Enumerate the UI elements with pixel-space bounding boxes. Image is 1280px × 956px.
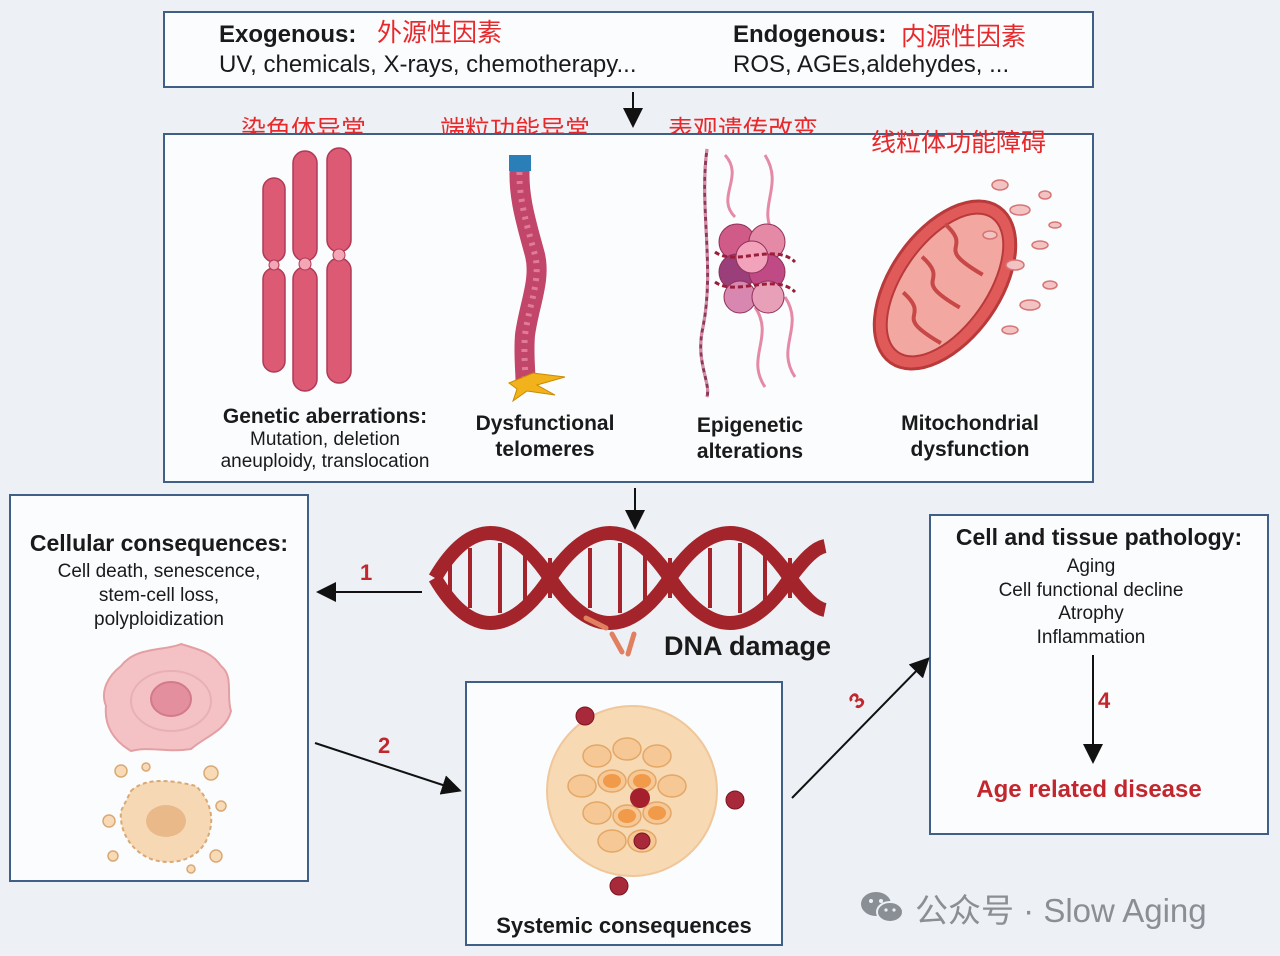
mito-title2: dysfunction (910, 438, 1030, 461)
epigenetic-title2: alterations (696, 440, 804, 463)
mito-cn-label: 线粒体功能障碍 (871, 129, 1047, 157)
pathology-item: Cell functional decline (998, 579, 1184, 601)
exogenous-heading: Exogenous: (219, 21, 356, 49)
inflammatory-cell-icons (575, 706, 745, 896)
nucleosome-icon (699, 148, 797, 398)
watermark-text: 公众号 · Slow Aging (915, 892, 1207, 929)
pathology-title: Cell and tissue pathology: (955, 524, 1243, 550)
pathology-item: Atrophy (1058, 603, 1124, 624)
pathology-box: Cell and tissue pathology: Aging Cell fu… (929, 514, 1269, 835)
genetic-title-colon: : (420, 405, 428, 428)
senescent-cell-icon (102, 642, 233, 753)
pathology-item: Inflammation (1036, 626, 1146, 648)
cellular-line3: polyploidization (94, 609, 224, 630)
genetic-line2: aneuploidy, translocation (220, 451, 430, 472)
telomeres-caption: Dysfunctional telomeres (455, 411, 635, 463)
age-related-disease: Age related disease (976, 776, 1202, 803)
wechat-icon (861, 892, 904, 923)
damage-break-icon (583, 615, 637, 657)
tissue-icon (546, 705, 718, 877)
systemic-title: Systemic consequences (496, 913, 752, 938)
arrow-label-4: 4 (1098, 688, 1111, 713)
exogenous-cn-label: 外源性因素 (377, 19, 503, 47)
chromosome-icon (262, 147, 352, 392)
exogenous-label: Exogenous: (219, 21, 357, 48)
causes-box: Exogenous: 外源性因素 UV, chemicals, X-rays, … (163, 11, 1094, 88)
mechanisms-box: 线粒体功能障碍 Genetic aberrations: Mutation, d… (163, 129, 1094, 483)
dna-helix-icon (428, 526, 827, 630)
cellular-title: Cellular consequences: (29, 530, 289, 556)
exogenous-items: UV, chemicals, X-rays, chemotherapy... (219, 51, 637, 78)
dying-cell-icon (102, 762, 227, 874)
epigenetic-caption: Epigenetic alterations (660, 413, 840, 465)
systemic-box: Systemic consequences (465, 681, 783, 946)
telomeres-title2: telomeres (495, 438, 595, 461)
arrow-label-1: 1 (360, 560, 373, 585)
arrow-label-2: 2 (378, 733, 391, 758)
endogenous-label: Endogenous: (733, 21, 887, 48)
genetic-line1: Mutation, deletion (250, 429, 400, 450)
pathology-item: Aging (1066, 556, 1116, 577)
pathology-list: Aging Cell functional decline Atrophy In… (931, 555, 1251, 649)
mito-title1: Mitochondrial (901, 412, 1039, 435)
dna-damage-label: DNA damage (664, 631, 832, 661)
cellular-box: Cellular consequences: Cell death, senes… (9, 494, 309, 882)
mitochondrion-icon (872, 179, 1062, 371)
telomeres-title1: Dysfunctional (475, 412, 615, 435)
genetic-caption: Genetic aberrations: Mutation, deletion … (195, 405, 455, 473)
endogenous-cn-label: 内源性因素 (901, 23, 1027, 51)
cellular-list: Cell death, senescence, stem-cell loss, … (11, 560, 307, 632)
cellular-line2: stem-cell loss, (98, 585, 220, 606)
mito-caption: Mitochondrial dysfunction (875, 411, 1065, 463)
endogenous-items: ROS, AGEs,aldehydes, ... (733, 51, 1010, 78)
genetic-title: Genetic aberrations (222, 405, 421, 428)
epigenetic-title1: Epigenetic (696, 414, 804, 437)
telomere-icon (508, 155, 566, 403)
cellular-line1: Cell death, senescence, (57, 561, 261, 582)
